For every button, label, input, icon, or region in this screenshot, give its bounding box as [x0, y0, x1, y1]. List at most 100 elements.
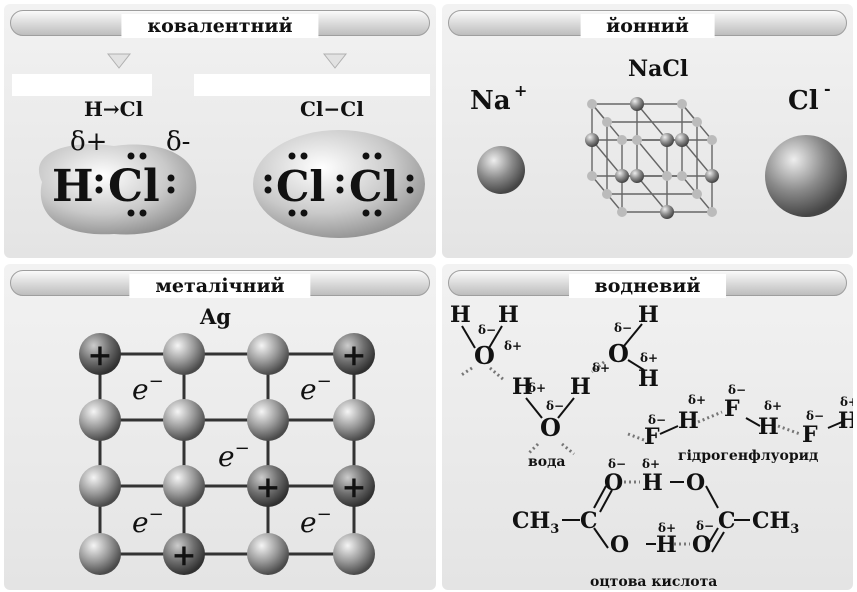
svg-text:O: O: [540, 413, 561, 442]
svg-text:δ+: δ+: [840, 395, 853, 409]
svg-text:H: H: [638, 302, 659, 328]
svg-text:H: H: [450, 302, 471, 328]
svg-text:F: F: [802, 422, 818, 448]
down-arrow-left-icon: [106, 53, 132, 69]
svg-text:CH3: CH3: [752, 508, 799, 537]
svg-text:δ−: δ−: [648, 413, 666, 427]
svg-text:e−: e−: [132, 504, 164, 539]
svg-text:δ−: δ−: [806, 409, 824, 423]
svg-text:δ−: δ−: [478, 323, 496, 337]
svg-text:δ+: δ+: [592, 361, 610, 375]
na-ion-sphere: [477, 146, 525, 194]
metal-ion-plus-signs: + + + + +: [87, 338, 366, 573]
ionic-title-bar: йонний: [448, 10, 847, 38]
hf-hbonds: [627, 410, 801, 442]
delta-plus-label: δ+: [70, 127, 107, 157]
acid-bonds: [562, 481, 750, 553]
svg-text:C: C: [580, 508, 598, 534]
cl-symbol: Cl: [788, 86, 819, 116]
cl2-formula: Cl−Cl: [300, 97, 364, 121]
hydrogen-title-bar: водневий: [448, 270, 847, 298]
svg-text:H: H: [512, 374, 533, 400]
cl2-left-cl-symbol: Cl: [276, 162, 325, 211]
svg-text:O: O: [608, 339, 629, 368]
ionic-title: йонний: [580, 14, 715, 38]
ionic-bond-panel: йонний NaCl Na + Cl -: [442, 4, 853, 258]
svg-text:e−: e−: [300, 371, 332, 406]
label-backdrop-left: [12, 74, 152, 96]
hf-label: гідрогенфлуорид: [678, 448, 818, 464]
free-electrons: e− e− e− e− e−: [132, 371, 332, 539]
svg-text:+: +: [341, 338, 366, 373]
svg-text:O: O: [474, 341, 495, 370]
covalent-diagram: H→Cl δ+ δ- H Cl Cl−Cl Cl Cl: [12, 53, 430, 238]
hf-bonds: [659, 417, 843, 435]
svg-text:H: H: [638, 366, 659, 392]
svg-text:+: +: [171, 538, 196, 573]
cl2-electron-dots: [264, 152, 414, 217]
acetic-acid-dimer: CH3 C O δ− H δ+ O C CH3 O H δ+ O δ−: [512, 457, 799, 558]
svg-text:δ+: δ+: [504, 339, 522, 353]
covalent-title-bar: ковалентний: [10, 10, 430, 38]
label-backdrop-right: [194, 74, 430, 96]
water-bonds: [461, 323, 645, 419]
ag-element: Ag: [199, 304, 231, 329]
metal-lattice-lines: [98, 352, 356, 556]
hcl-h-symbol: H: [52, 161, 94, 212]
svg-text:H: H: [678, 408, 699, 434]
hydrogen-bond-panel: водневий H H O δ− δ+ H O δ− δ+ H δ+ H H …: [442, 264, 853, 590]
cl-charge: -: [824, 79, 831, 98]
svg-text:H: H: [838, 408, 853, 434]
metallic-diagram: Ag + + + + + e− e− e− e−: [79, 304, 375, 575]
nacl-formula: NaCl: [628, 56, 688, 82]
hydrogen-title: водневий: [568, 274, 727, 298]
svg-text:δ+: δ+: [640, 351, 658, 365]
metal-atoms: [79, 333, 375, 575]
svg-text:H: H: [570, 374, 591, 400]
svg-text:H: H: [758, 414, 779, 440]
covalent-bond-panel: ковалентний H→Cl δ+ δ- H Cl Cl−Cl C: [4, 4, 436, 258]
delta-minus-label: δ-: [166, 127, 190, 157]
covalent-title: ковалентний: [121, 14, 319, 38]
svg-text:δ−: δ−: [728, 383, 746, 397]
svg-text:H: H: [498, 302, 519, 328]
svg-text:+: +: [341, 470, 366, 505]
cl2-right-cl-symbol: Cl: [349, 162, 398, 211]
acid-label: оцтова кислота: [590, 574, 717, 590]
svg-text:δ−: δ−: [696, 519, 714, 533]
metallic-title-bar: металічний: [10, 270, 430, 298]
hcl-electron-dots: [95, 152, 175, 217]
svg-text:F: F: [644, 424, 660, 450]
svg-text:δ+: δ+: [764, 399, 782, 413]
svg-text:e−: e−: [300, 504, 332, 539]
svg-text:H: H: [656, 532, 677, 558]
cl2-electron-cloud: [253, 130, 425, 238]
metallic-title: металічний: [129, 274, 311, 298]
svg-text:δ−: δ−: [546, 399, 564, 413]
hydrogen-diagram: H H O δ− δ+ H O δ− δ+ H δ+ H H O δ− δ+ в…: [450, 302, 853, 590]
svg-text:O: O: [610, 532, 629, 558]
svg-text:O: O: [692, 532, 711, 558]
ionic-diagram: NaCl Na + Cl -: [470, 56, 847, 219]
svg-text:e−: e−: [218, 438, 250, 473]
na-charge: +: [514, 81, 527, 100]
metallic-bond-panel: металічний Ag: [4, 264, 436, 590]
svg-text:O: O: [604, 470, 623, 496]
svg-text:+: +: [87, 338, 112, 373]
hcl-electron-cloud: [38, 144, 197, 235]
svg-text:δ+: δ+: [642, 457, 660, 471]
svg-text:δ−: δ−: [614, 321, 632, 335]
svg-text:CH3: CH3: [512, 508, 559, 537]
svg-text:δ+: δ+: [688, 393, 706, 407]
down-arrow-right-icon: [322, 53, 348, 69]
hcl-cl-symbol: Cl: [108, 161, 160, 212]
svg-text:C: C: [718, 508, 736, 534]
svg-text:δ−: δ−: [608, 457, 626, 471]
hf-molecules: F δ− H δ+ F δ− H δ+ F δ− H δ+: [644, 383, 853, 450]
nacl-lattice-ions: [585, 97, 719, 219]
svg-text:F: F: [724, 396, 740, 422]
svg-text:e−: e−: [132, 371, 164, 406]
svg-text:H: H: [642, 470, 663, 496]
svg-text:+: +: [255, 470, 280, 505]
hcl-formula: H→Cl: [84, 97, 144, 121]
